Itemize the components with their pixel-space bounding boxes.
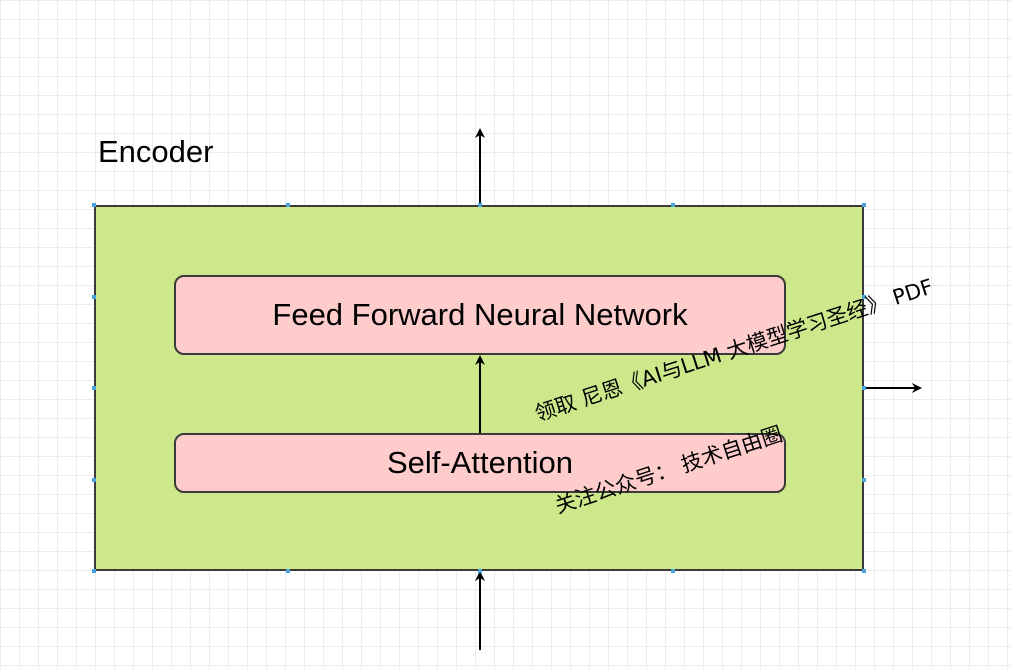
feed-forward-label: Feed Forward Neural Network — [272, 297, 688, 332]
encoder-title: Encoder — [98, 134, 214, 169]
feed-forward-layer[interactable]: Feed Forward Neural Network — [174, 275, 786, 355]
encoder-block[interactable] — [94, 205, 864, 571]
self-attention-label: Self-Attention — [386, 445, 574, 480]
self-attention-layer[interactable]: Self-Attention — [174, 433, 786, 493]
